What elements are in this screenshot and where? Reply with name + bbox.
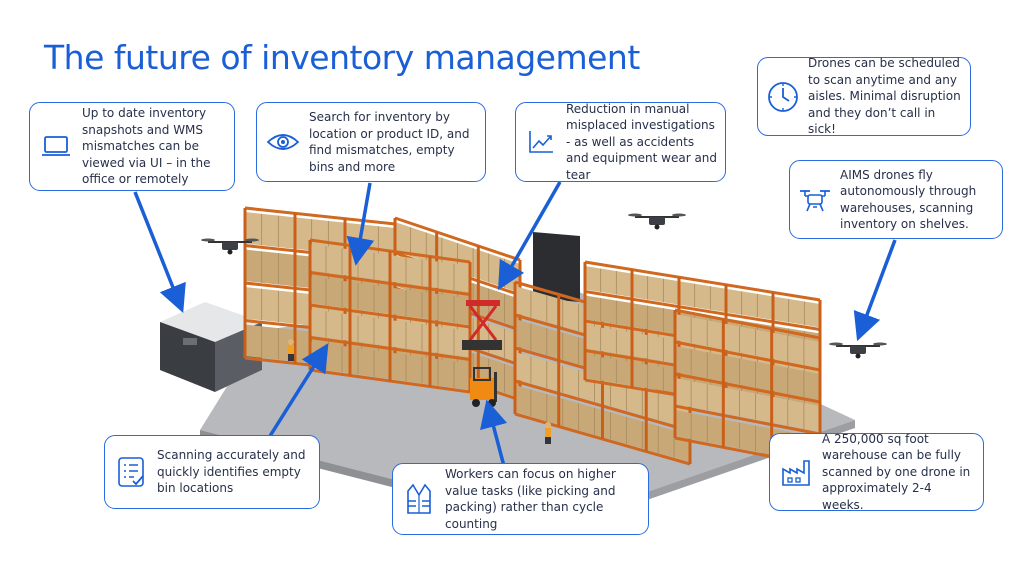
shelf-rack [308,238,472,394]
callout-reduction: Reduction in manual misplaced investigat… [515,102,726,182]
arrow-search [346,182,375,266]
trend-chart-icon [516,129,566,155]
arrow-reduction [498,181,562,291]
callout-workers: Workers can focus on higher value tasks … [392,463,649,535]
worker-figure [545,422,551,444]
eye-icon [257,131,309,153]
scissor-lift [462,300,502,350]
drone-icon [790,186,840,214]
tall-rack [533,232,580,302]
arrow-scanning [268,343,329,437]
arrow-aims [853,239,897,342]
safety-vest-icon [393,483,445,515]
laptop-icon [30,134,82,160]
drone-figure [628,213,686,230]
arrow-workers [480,399,508,471]
factory-icon [770,457,822,487]
drone-figure [201,238,259,255]
office-room [160,302,262,392]
callout-search: Search for inventory by location or prod… [256,102,486,182]
callout-ui: Up to date inventory snapshots and WMS m… [29,102,235,191]
callout-schedule: Drones can be scheduled to scan anytime … [757,56,971,136]
checklist-icon [105,456,157,488]
clock-icon [758,80,808,114]
page-title: The future of inventory management [44,38,640,77]
callout-scanning: Scanning accurately and quickly identifi… [104,435,320,509]
callout-warehouse: A 250,000 sq foot warehouse can be fully… [769,432,984,512]
drone-figure [829,342,887,359]
arrow-ui [133,191,186,314]
worker-figure [288,339,294,361]
callout-aims: AIMS drones fly autonomously through war… [789,160,1003,239]
callout-arrows [133,181,897,471]
